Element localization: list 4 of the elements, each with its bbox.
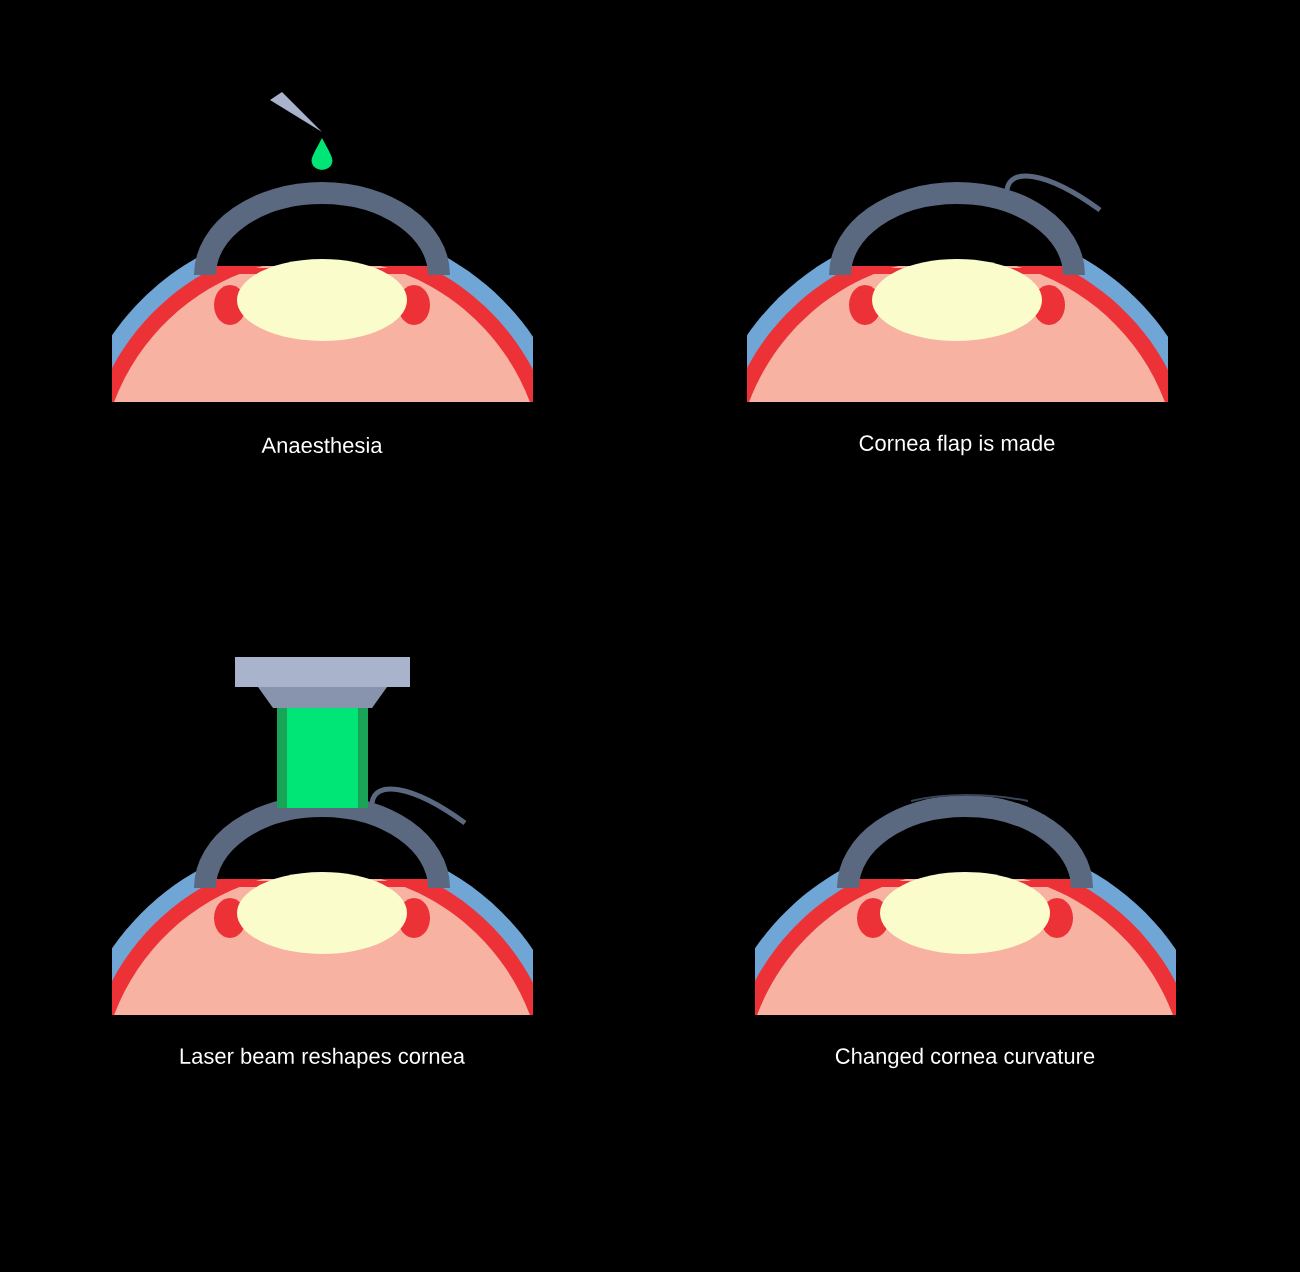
- caption-text: Cornea flap is made: [859, 434, 1055, 456]
- caption-text: Anaesthesia: [261, 436, 383, 454]
- caption-text: Laser beam reshapes cornea: [180, 1047, 466, 1069]
- caption-text: Changed cornea curvature: [835, 1047, 1095, 1069]
